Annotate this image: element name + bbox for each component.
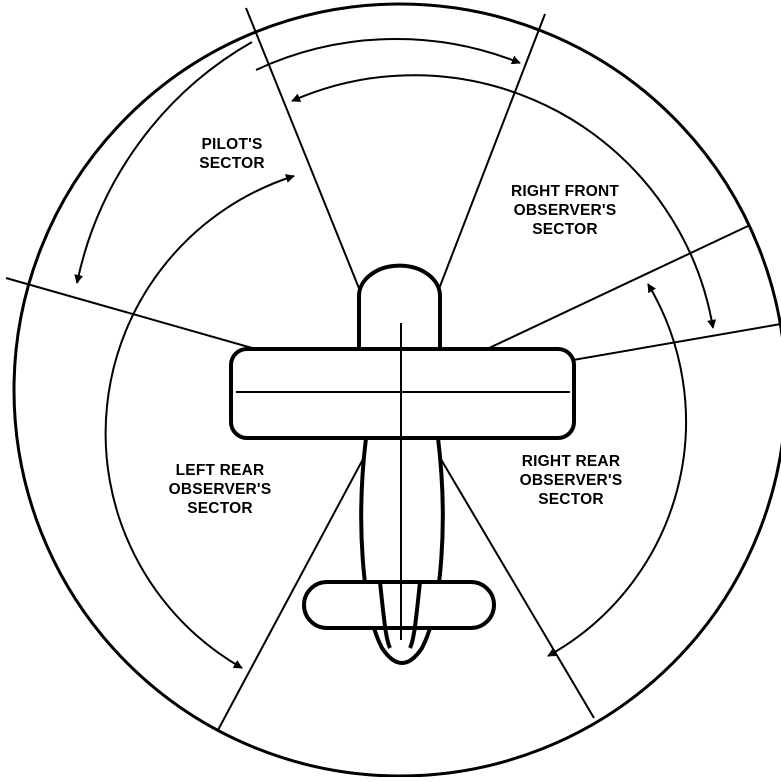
right-rear-label-line-3: SECTOR [496, 490, 646, 509]
right-front-label-line-2: OBSERVER'S [485, 201, 645, 220]
pilot-sector-label-line-2: SECTOR [172, 154, 292, 173]
pilot-sector-label-line-1: PILOT'S [172, 135, 292, 154]
airplane-tail [304, 582, 494, 628]
right-rear-observer-sector-label: RIGHT REAR OBSERVER'S SECTOR [496, 452, 646, 509]
left-rear-label-line-2: OBSERVER'S [145, 480, 295, 499]
arrow-pilot-sector [256, 39, 520, 70]
left-rear-label-line-3: SECTOR [145, 499, 295, 518]
right-front-observer-sector-label: RIGHT FRONT OBSERVER'S SECTOR [485, 182, 645, 239]
airplane-nose [359, 266, 440, 349]
left-rear-label-line-1: LEFT REAR [145, 461, 295, 480]
right-rear-label-line-1: RIGHT REAR [496, 452, 646, 471]
right-front-label-line-1: RIGHT FRONT [485, 182, 645, 201]
right-rear-label-line-2: OBSERVER'S [496, 471, 646, 490]
pilot-sector-label: PILOT'S SECTOR [172, 135, 292, 173]
right-front-label-line-3: SECTOR [485, 220, 645, 239]
airplane-wing [231, 349, 574, 438]
left-rear-observer-sector-label: LEFT REAR OBSERVER'S SECTOR [145, 461, 295, 518]
